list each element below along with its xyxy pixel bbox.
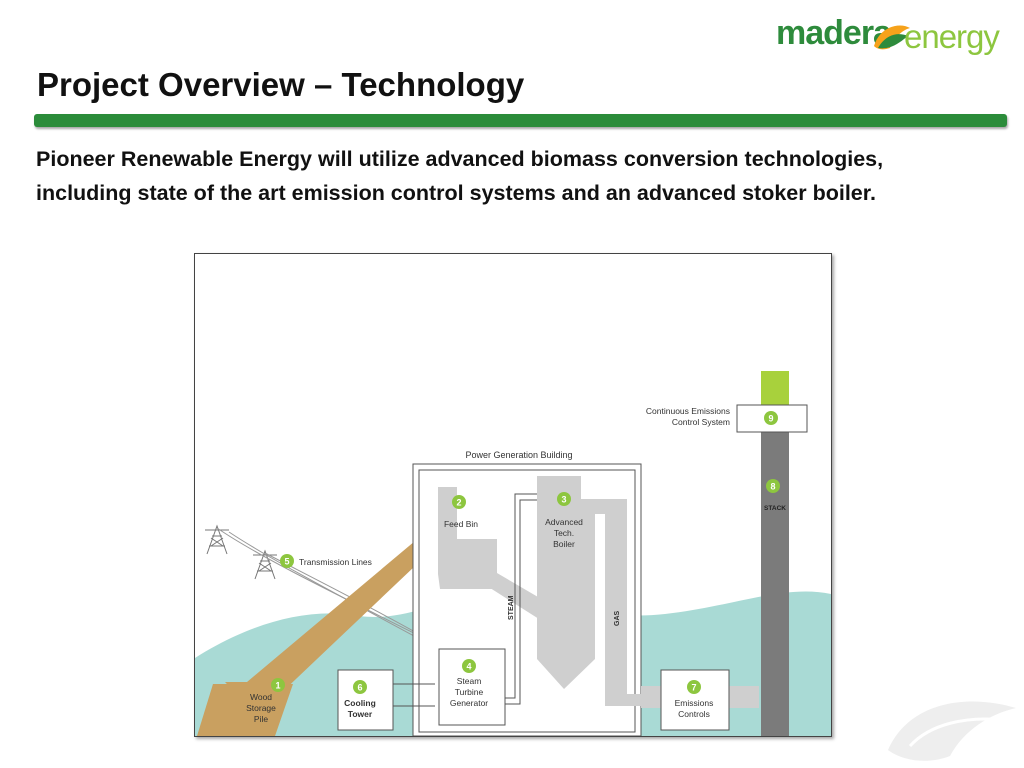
- marker-number-2: 2: [456, 498, 461, 508]
- component-label-7: Controls: [678, 709, 710, 719]
- building-label: Power Generation Building: [465, 450, 572, 460]
- component-label-9: Control System: [672, 417, 730, 427]
- marker-number-9: 9: [768, 414, 773, 424]
- component-label-6: Cooling: [344, 698, 376, 708]
- transmission-tower-icon: [205, 524, 277, 580]
- steam-label: STEAM: [508, 595, 515, 620]
- marker-circle-1: [271, 678, 285, 692]
- component-label-3: Boiler: [553, 539, 575, 549]
- marker-circle-2: [452, 495, 466, 509]
- decorative-leaf-icon: [888, 701, 1016, 761]
- component-label-1: Pile: [254, 714, 268, 724]
- gas-flue: [595, 499, 661, 706]
- wood-conveyor: [225, 541, 415, 716]
- component-label-1: Storage: [246, 703, 276, 713]
- component-label-7: Emissions: [675, 698, 714, 708]
- emissions-to-stack-duct: [729, 686, 759, 708]
- stack: [761, 432, 789, 736]
- marker-circle-7: [687, 680, 701, 694]
- wood-storage-pile: [197, 684, 293, 736]
- component-label-9: Continuous Emissions: [646, 406, 730, 416]
- cooling-tower: [337, 669, 394, 731]
- title-underline-bar: [34, 114, 1007, 127]
- component-label-4: Generator: [450, 698, 488, 708]
- slide-description: Pioneer Renewable Energy will utilize ad…: [36, 147, 884, 205]
- advanced-boiler: [537, 476, 595, 689]
- gas-duct: [641, 686, 661, 708]
- component-label-6: Tower: [348, 709, 373, 719]
- marker-circle-3: [557, 492, 571, 506]
- marker-circle-4: [462, 659, 476, 673]
- slide-title: Project Overview – Technology: [37, 66, 525, 103]
- component-label-5: Transmission Lines: [299, 557, 372, 567]
- component-label-4: Turbine: [455, 687, 484, 697]
- marker-circle-6: [353, 680, 367, 694]
- component-label-3: Advanced: [545, 517, 583, 527]
- component-label-2: Feed Bin: [444, 519, 478, 529]
- logo-text-madera: madera: [776, 14, 892, 52]
- marker-number-4: 4: [466, 662, 471, 672]
- marker-circle-9: [764, 411, 778, 425]
- plant-diagram-svg: Power Generation Building STEAM GAS STAC…: [195, 371, 831, 736]
- marker-number-3: 3: [561, 495, 566, 505]
- gas-label: GAS: [614, 611, 621, 627]
- marker-number-8: 8: [770, 482, 775, 492]
- marker-circle-8: [766, 479, 780, 493]
- plant-diagram: Power Generation Building STEAM GAS STAC…: [194, 253, 832, 737]
- feed-chute: [457, 554, 550, 626]
- emissions-controls: [660, 669, 730, 731]
- component-label-4: Steam: [457, 676, 482, 686]
- stack-label: STACK: [764, 505, 786, 512]
- component-label-1: Wood: [250, 692, 272, 702]
- marker-number-5: 5: [284, 557, 289, 567]
- marker-number-1: 1: [275, 681, 280, 691]
- steam-line: [505, 493, 537, 705]
- cooling-pipes: [391, 683, 435, 707]
- marker-number-7: 7: [691, 683, 696, 693]
- component-label-3: Tech.: [554, 528, 574, 538]
- feed-bin: [438, 487, 497, 589]
- madera-energy-logo: madera energy: [776, 14, 1008, 64]
- logo-leaf-icon: [874, 25, 910, 50]
- stack-top: [761, 371, 789, 405]
- marker-circle-5: [280, 554, 294, 568]
- marker-number-6: 6: [357, 683, 362, 693]
- logo-text-energy: energy: [904, 18, 1000, 55]
